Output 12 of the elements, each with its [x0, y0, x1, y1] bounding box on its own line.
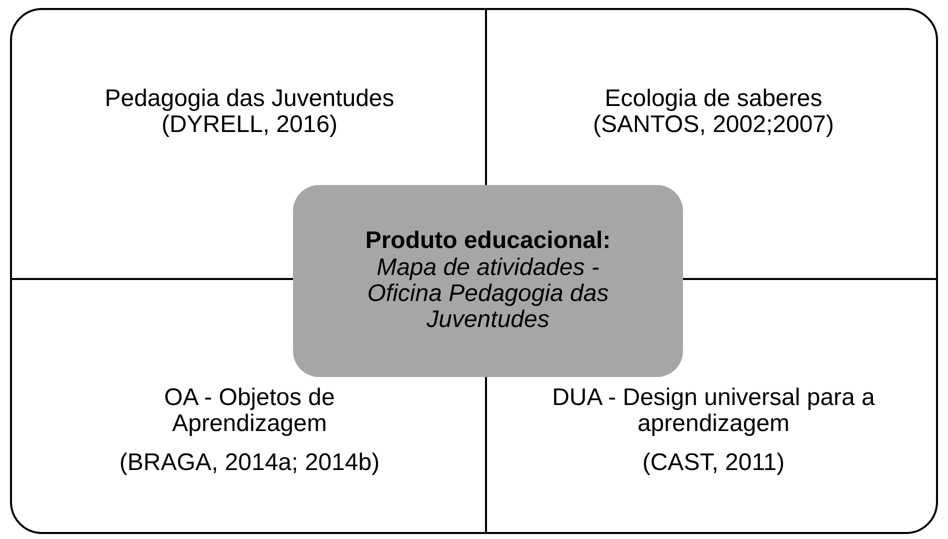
citation-text: (SANTOS, 2002;2007) [592, 112, 834, 139]
quadrant-heading: OA - Objetos de Aprendizagem [163, 385, 336, 438]
citation-text: (CAST, 2011) [642, 450, 785, 476]
citation-text: (DYRELL, 2016) [161, 112, 338, 139]
quadrant-heading: DUA - Design universal para a aprendizagem [551, 385, 876, 438]
outer-frame [10, 8, 938, 534]
box-heading: Produto educacional: [365, 228, 611, 255]
central-box [293, 185, 683, 377]
citation-text: (BRAGA, 2014a; 2014b) [119, 450, 380, 476]
box-subtitle: Mapa de atividades - Oficina Pedagogia das Juventudes [366, 254, 610, 334]
quadrant-heading: Ecologia de saberes [604, 86, 822, 112]
quadrant-heading: Pedagogia das Juventudes [104, 86, 394, 112]
